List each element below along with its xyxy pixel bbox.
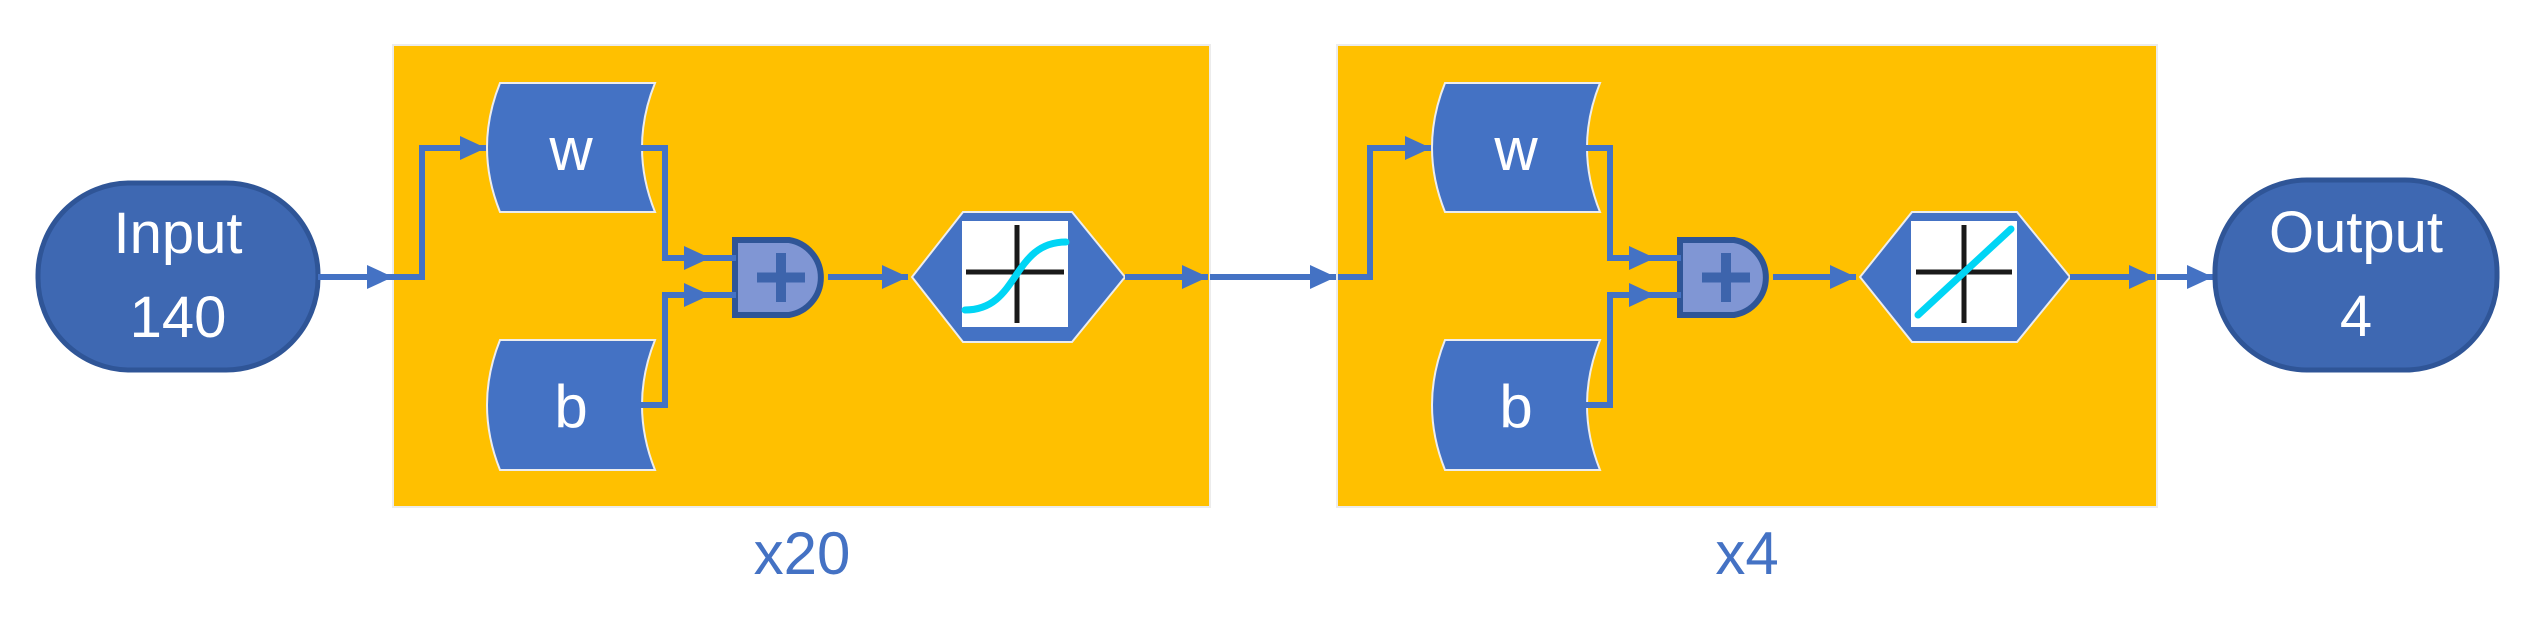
input-node-size: 140 [130,285,227,350]
layer2-adder [1677,237,1769,318]
input-node-label: Input [114,201,243,266]
output-node-size: 4 [2340,284,2372,349]
wire-layer2-input-to-weight [1338,136,1431,280]
output-node-shape [2212,177,2500,373]
layer2-activation [1858,211,2072,343]
wire-layer2-weight-to-adder [1586,145,1655,270]
weight-label: w [548,116,593,183]
layer1-weight-block: w [486,82,657,213]
output-node-label: Output [2269,200,2443,265]
input-node: Input 140 [35,180,321,373]
output-node: Output 4 [2212,177,2500,373]
weight-matrix-shape [1431,82,1602,213]
layer1-multiplier-label: x20 [754,520,851,587]
wire-layer2-bias-to-adder [1586,283,1655,408]
wire-layer1-weight-to-adder [641,145,710,270]
layer2-multiplier-label: x4 [1715,520,1778,587]
wire-layer1-bias-to-adder [641,283,710,408]
bias-vector-shape [486,339,657,471]
bias-vector-shape [1431,339,1602,471]
layer1-bias-block: b [486,339,657,471]
wire-layer1-input-to-weight [393,136,486,280]
weight-matrix-shape [486,82,657,213]
layer1-activation [910,211,1127,343]
layer2-weight-block: w [1431,82,1602,213]
sigmoid-activation-icon [961,238,1070,314]
plus-icon [757,253,805,302]
bias-label: b [1499,373,1532,440]
layer2-bias-block: b [1431,339,1602,471]
layer1-adder [732,237,824,318]
linear-activation-icon [1914,225,2015,319]
plus-icon [1702,253,1750,302]
weight-label: w [1493,116,1538,183]
bias-label: b [554,373,587,440]
